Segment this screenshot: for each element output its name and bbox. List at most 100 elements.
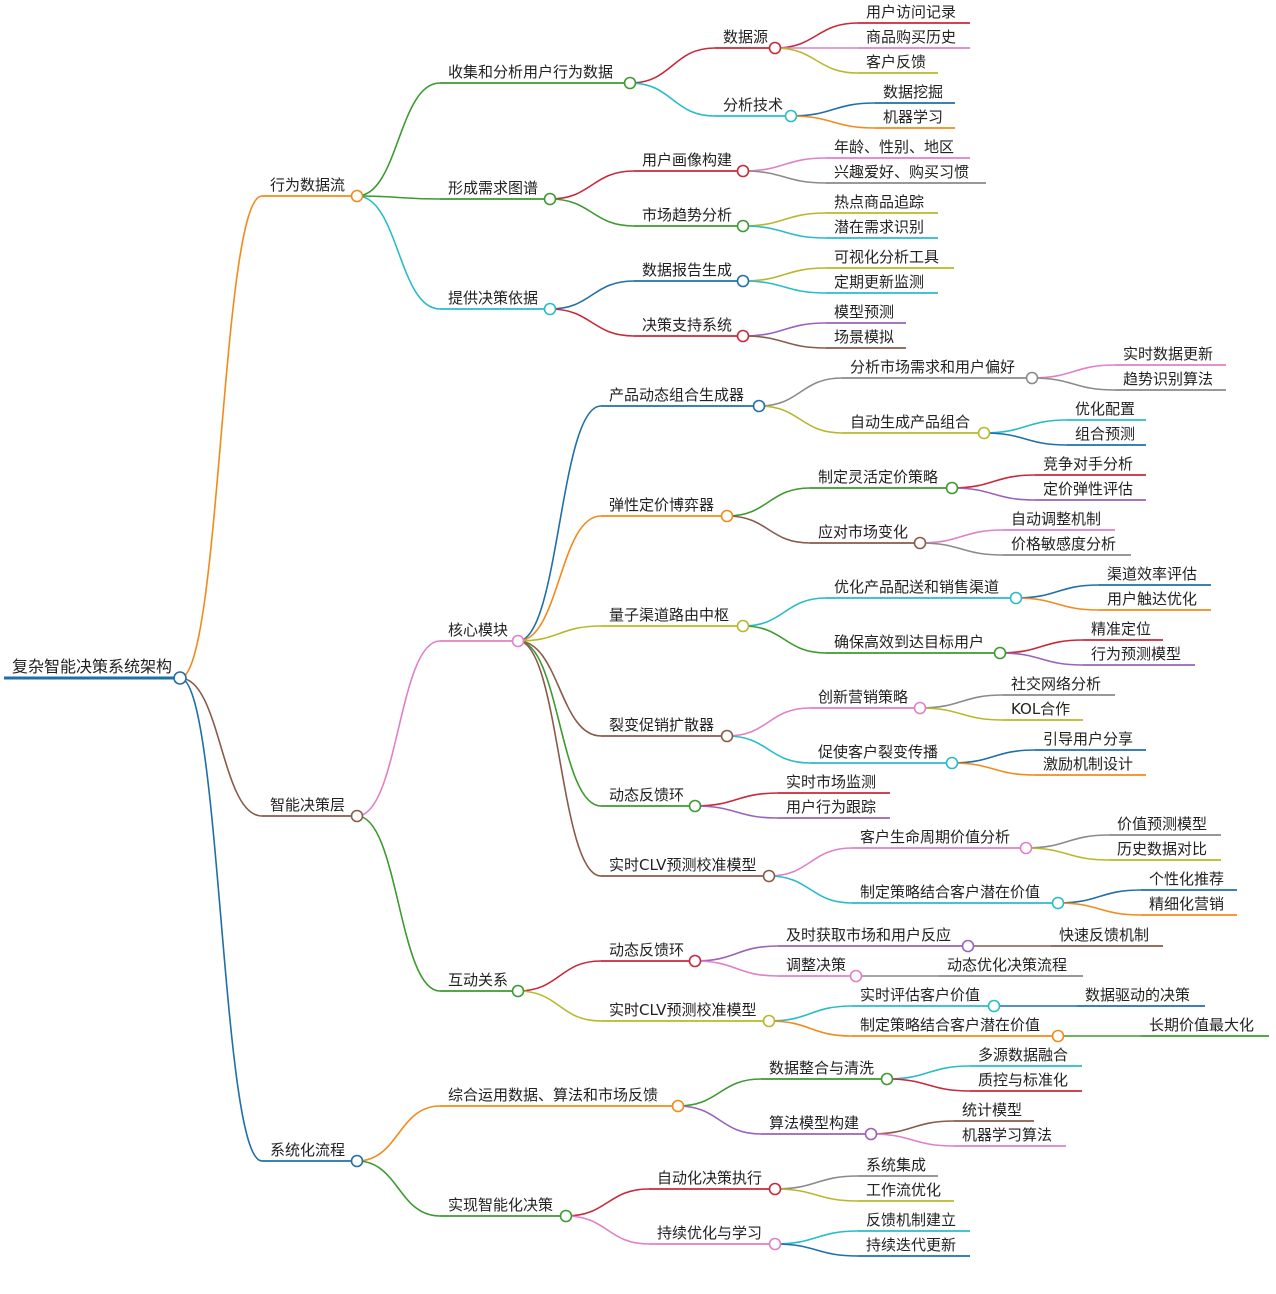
node-toggle-1-0-3-0[interactable] xyxy=(913,701,927,715)
node-label-1-0-0: 产品动态组合生成器 xyxy=(609,386,744,404)
label-layer: 复杂智能决策系统架构行为数据流收集和分析用户行为数据数据源用户访问记录商品购买历… xyxy=(12,3,1254,1254)
connector-1-0-2-0-0 xyxy=(1015,584,1100,599)
node-toggle-1[interactable] xyxy=(350,809,364,823)
node-toggle-1-0-1[interactable] xyxy=(720,509,734,523)
node-label-1-0-2-1: 确保高效到达目标用户 xyxy=(834,633,984,651)
node-toggle-1-1-1[interactable] xyxy=(762,1014,776,1028)
node-toggle-1-0-2-1[interactable] xyxy=(993,646,1007,660)
node-label-0-2-1-0: 模型预测 xyxy=(834,303,894,321)
connector-2-0 xyxy=(356,1105,441,1162)
node-label-2-1-0-0: 系统集成 xyxy=(866,1156,926,1174)
node-toggle-0-0-1[interactable] xyxy=(784,109,798,123)
connector-2-0-0-0 xyxy=(886,1065,971,1080)
node-toggle-0-0-0[interactable] xyxy=(768,41,782,55)
connector-1-1-0 xyxy=(517,960,602,992)
node-toggle-1-0-5-0[interactable] xyxy=(1019,841,1033,855)
node-toggle-0[interactable] xyxy=(350,189,364,203)
node-label-1-0-5-0: 客户生命周期价值分析 xyxy=(860,828,1010,846)
node-toggle-1-1[interactable] xyxy=(511,984,525,998)
node-label-2-0-1: 算法模型构建 xyxy=(769,1114,859,1132)
node-toggle-1-0[interactable] xyxy=(511,634,525,648)
node-toggle-0-1-1[interactable] xyxy=(736,219,750,233)
node-label-1-0-2-0-0: 渠道效率评估 xyxy=(1107,565,1197,583)
node-toggle-0-1[interactable] xyxy=(543,192,557,206)
node-toggle-1-0-5[interactable] xyxy=(762,869,776,883)
node-label-1-0-3-1-1: 激励机制设计 xyxy=(1043,755,1133,773)
node-label-1-0-3-0: 创新营销策略 xyxy=(818,688,908,706)
node-toggle-2-0[interactable] xyxy=(671,1099,685,1113)
node-toggle-1-0-5-1[interactable] xyxy=(1051,896,1065,910)
node-toggle-1-1-1-1[interactable] xyxy=(1051,1029,1065,1043)
node-label-1-0-2: 量子渠道路由中枢 xyxy=(609,606,729,624)
connector-0-0-1-1 xyxy=(790,115,876,129)
connector-1-0-0-1-1 xyxy=(983,432,1068,446)
node-toggle-0-0[interactable] xyxy=(623,76,637,90)
node-label-1-1-1-1-0: 长期价值最大化 xyxy=(1149,1016,1254,1034)
node-toggle-1-0-0[interactable] xyxy=(752,399,766,413)
connector-1-0-0 xyxy=(517,405,602,642)
node-label-1-1-1-1: 制定策略结合客户潜在价值 xyxy=(860,1016,1040,1034)
node-toggle-1-0-1-0[interactable] xyxy=(945,481,959,495)
node-toggle-1-1-0-1[interactable] xyxy=(849,969,863,983)
connector-1-0 xyxy=(356,640,441,817)
node-label-1-1-0-1: 调整决策 xyxy=(786,956,846,974)
node-label-1-1: 互动关系 xyxy=(448,971,508,989)
connector-0-0 xyxy=(356,82,441,197)
connector-0-0-1 xyxy=(629,82,716,117)
connector-2-1-1-0 xyxy=(774,1230,859,1245)
node-label-1-1-0-0-0: 快速反馈机制 xyxy=(1059,926,1149,944)
node-toggle-r[interactable] xyxy=(173,671,187,685)
node-label-0-1-1: 市场趋势分析 xyxy=(642,206,732,224)
node-label-1-0-3: 裂变促销扩散器 xyxy=(609,716,714,734)
connector-1-0-1 xyxy=(517,515,602,642)
node-label-0-1-0-1: 兴趣爱好、购买习惯 xyxy=(834,163,969,181)
connector-0-0-0 xyxy=(629,47,716,84)
node-toggle-2-1-1[interactable] xyxy=(768,1237,782,1251)
node-toggle-0-2-1[interactable] xyxy=(736,329,750,343)
node-label-1-0-5-1-0: 个性化推荐 xyxy=(1149,870,1224,888)
node-toggle-1-1-0-0[interactable] xyxy=(961,939,975,953)
node-toggle-1-0-4[interactable] xyxy=(688,799,702,813)
node-toggle-1-1-0[interactable] xyxy=(688,954,702,968)
connector-1-1-1 xyxy=(517,990,602,1022)
node-label-1-0: 核心模块 xyxy=(448,621,508,639)
node-toggle-1-0-2[interactable] xyxy=(736,619,750,633)
node-label-2-0-1-1: 机器学习算法 xyxy=(962,1126,1052,1144)
node-toggle-0-2[interactable] xyxy=(543,302,557,316)
node-toggle-2-0-1[interactable] xyxy=(864,1127,878,1141)
node-toggle-1-0-0-0[interactable] xyxy=(1025,371,1039,385)
node-toggle-0-2-0[interactable] xyxy=(736,274,750,288)
node-toggle-1-0-3-1[interactable] xyxy=(945,756,959,770)
node-toggle-0-1-0[interactable] xyxy=(736,164,750,178)
node-toggle-2-1[interactable] xyxy=(559,1209,573,1223)
node-toggle-1-1-1-0[interactable] xyxy=(987,999,1001,1013)
node-toggle-1-0-0-1[interactable] xyxy=(977,426,991,440)
connector-0-1-0-0 xyxy=(742,157,827,172)
node-toggle-1-0-2-0[interactable] xyxy=(1009,591,1023,605)
node-toggle-1-0-3[interactable] xyxy=(720,729,734,743)
node-label-1-0-1-0: 制定灵活定价策略 xyxy=(818,468,938,486)
node-label-1-0-2-1-1: 行为预测模型 xyxy=(1091,645,1181,663)
connector-1-0-4 xyxy=(517,640,602,807)
node-toggle-1-0-1-1[interactable] xyxy=(913,536,927,550)
node-label-0-2-0-1: 定期更新监测 xyxy=(834,273,924,291)
connector-1-1-1-1 xyxy=(768,1020,853,1037)
node-label-1-1-1-0: 实时评估客户价值 xyxy=(860,986,980,1004)
connector-layer xyxy=(179,22,1142,1257)
connector-1-0-5-0-0 xyxy=(1025,834,1110,849)
node-label-2: 系统化流程 xyxy=(270,1141,345,1159)
connector-1-0-5 xyxy=(517,640,602,877)
node-label-1-0-2-0: 优化产品配送和销售渠道 xyxy=(834,578,999,596)
node-label-0-1-1-0: 热点商品追踪 xyxy=(834,193,924,211)
connector-1-0-0-0-0 xyxy=(1031,364,1116,379)
connector-2-0-0 xyxy=(677,1078,762,1107)
node-label-0-0-1-0: 数据挖掘 xyxy=(883,83,943,101)
node-toggle-2-0-0[interactable] xyxy=(880,1072,894,1086)
node-toggle-2[interactable] xyxy=(350,1154,364,1168)
connector-1-0-0-0 xyxy=(758,377,843,407)
node-toggle-2-1-0[interactable] xyxy=(768,1182,782,1196)
node-label-1-0-4-0: 实时市场监测 xyxy=(786,773,876,791)
node-label-1-0-0-0-0: 实时数据更新 xyxy=(1123,345,1213,363)
connector-1-0-1-0-0 xyxy=(951,474,1036,489)
connector-1-0-3-1 xyxy=(726,735,811,764)
